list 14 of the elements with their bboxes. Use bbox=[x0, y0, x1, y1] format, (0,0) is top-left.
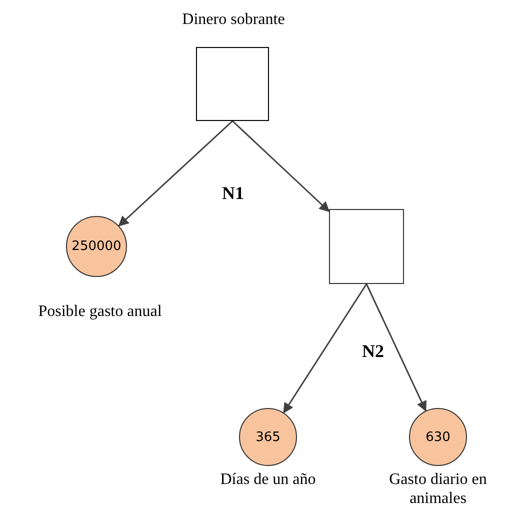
value-label: 630 bbox=[426, 430, 450, 444]
decision-square bbox=[329, 209, 404, 284]
node-caption: Gasto diario en animales bbox=[388, 470, 488, 508]
arrow bbox=[283, 284, 368, 414]
node-title: Dinero sobrante bbox=[181, 10, 286, 30]
node-caption: Días de un año bbox=[219, 470, 317, 490]
value-label: 365 bbox=[256, 430, 280, 444]
arrow bbox=[118, 120, 233, 227]
node-level-label: N2 bbox=[361, 341, 385, 363]
arrow bbox=[366, 284, 426, 412]
node-level-label: N1 bbox=[221, 183, 245, 205]
value-label: 250000 bbox=[72, 239, 122, 254]
arrow bbox=[232, 120, 330, 212]
node-caption: Posible gasto anual bbox=[37, 302, 163, 322]
